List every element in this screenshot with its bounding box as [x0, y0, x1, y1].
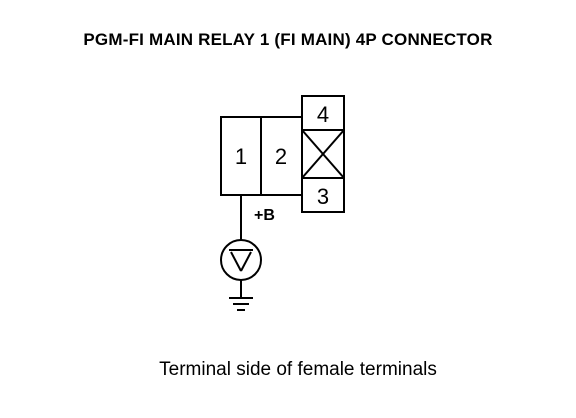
diagram-title: PGM-FI MAIN RELAY 1 (FI MAIN) 4P CONNECT… [83, 30, 493, 49]
cross-line-b [301, 129, 345, 179]
terminal-2-label: 2 [275, 144, 287, 169]
voltmeter-icon [220, 239, 262, 281]
terminal-3-cell [301, 177, 345, 213]
terminal-4-label: 4 [317, 102, 329, 127]
probe-label: +B [254, 207, 275, 224]
terminal-1-label: 1 [235, 144, 247, 169]
ground-icon [229, 297, 253, 311]
diagram-caption: Terminal side of female terminals [159, 359, 437, 380]
terminal-3-label: 3 [317, 184, 329, 209]
